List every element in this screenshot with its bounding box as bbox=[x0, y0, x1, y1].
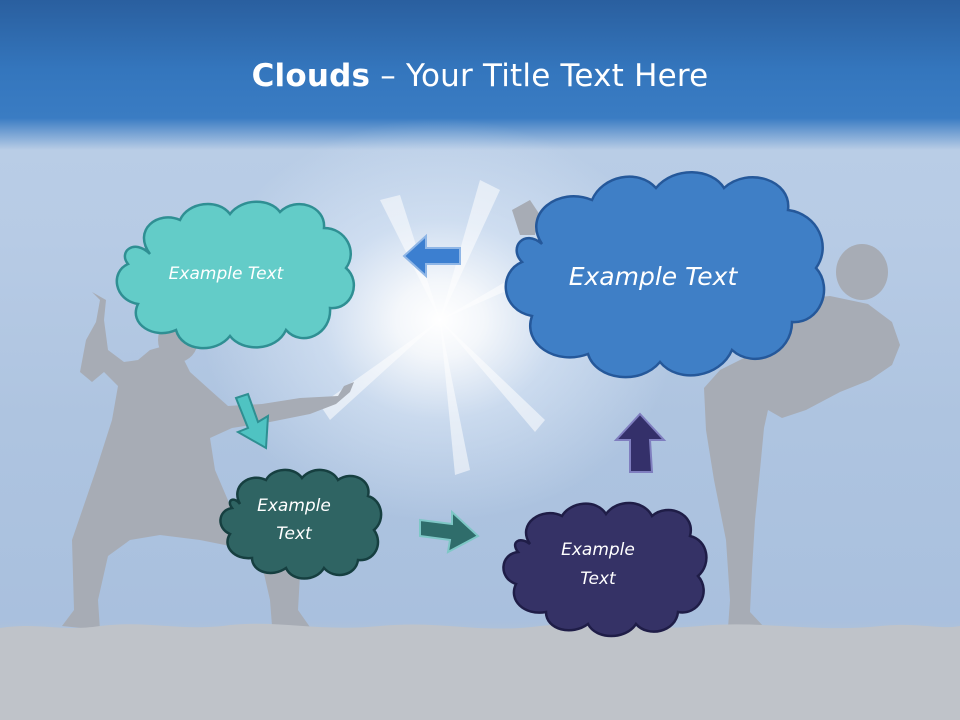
cloud-navy[interactable] bbox=[498, 496, 710, 638]
title-bar: Clouds – Your Title Text Here bbox=[0, 48, 960, 104]
slide-title[interactable]: Clouds – Your Title Text Here bbox=[252, 58, 709, 94]
cloud-teal[interactable] bbox=[110, 192, 360, 356]
cloud-shape bbox=[502, 501, 708, 638]
cloud-shape bbox=[504, 171, 826, 379]
arrow-right bbox=[419, 509, 480, 554]
cloud-teal-label: Example Text bbox=[168, 264, 284, 284]
arrow-up-shape bbox=[613, 412, 667, 473]
title-rest-part: – Your Title Text Here bbox=[370, 58, 709, 94]
cloud-dark-teal[interactable] bbox=[216, 464, 384, 580]
arrow-left bbox=[402, 233, 461, 279]
arrow-down-right-shape bbox=[234, 392, 270, 450]
arrow-right-shape bbox=[419, 509, 480, 554]
arrow-left-shape bbox=[402, 233, 461, 279]
title-bold-part: Clouds bbox=[251, 58, 371, 94]
cloud-blue[interactable] bbox=[498, 164, 832, 392]
arrow-down-right bbox=[234, 392, 270, 450]
right-figure-silhouette bbox=[512, 200, 900, 628]
cloud-blue-label: Example Text bbox=[568, 261, 738, 291]
cloud-shape bbox=[219, 468, 383, 580]
ground bbox=[0, 623, 960, 720]
cloud-shape bbox=[115, 200, 356, 350]
arrow-up bbox=[613, 412, 667, 473]
